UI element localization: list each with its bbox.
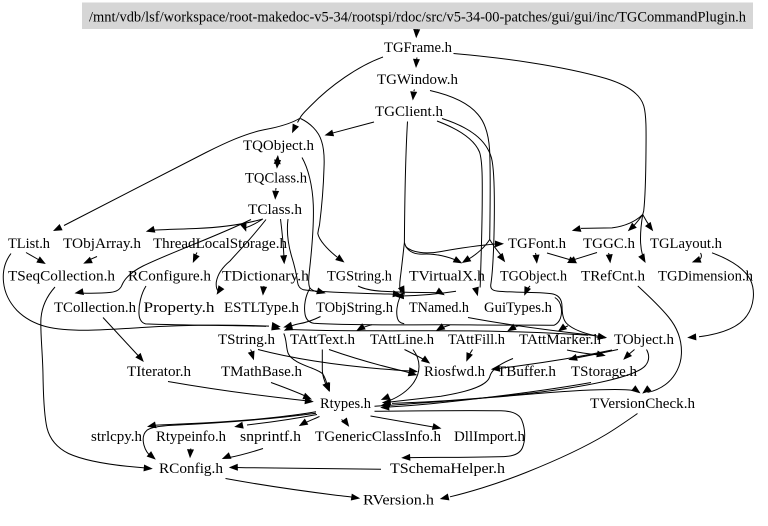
svg-text:TGGC.h: TGGC.h (583, 236, 635, 252)
svg-text:TGLayout.h: TGLayout.h (650, 236, 722, 252)
svg-text:TGWindow.h: TGWindow.h (377, 72, 458, 88)
svg-text:Property.h: Property.h (144, 300, 215, 316)
svg-text:TSeqCollection.h: TSeqCollection.h (8, 269, 115, 285)
svg-text:GuiTypes.h: GuiTypes.h (484, 300, 552, 316)
svg-text:TIterator.h: TIterator.h (127, 364, 191, 380)
svg-text:TVirtualX.h: TVirtualX.h (409, 269, 485, 285)
svg-text:Riosfwd.h: Riosfwd.h (424, 364, 485, 380)
svg-text:TGDimension.h: TGDimension.h (658, 269, 753, 285)
svg-text:Rtypeinfo.h: Rtypeinfo.h (156, 429, 226, 445)
svg-text:Rtypes.h: Rtypes.h (320, 396, 371, 412)
svg-text:TBuffer.h: TBuffer.h (497, 364, 556, 380)
svg-text:TRefCnt.h: TRefCnt.h (581, 269, 645, 285)
svg-text:DllImport.h: DllImport.h (454, 429, 525, 445)
svg-text:TObjArray.h: TObjArray.h (63, 236, 141, 252)
svg-text:ESTLType.h: ESTLType.h (224, 300, 299, 316)
svg-text:TObject.h: TObject.h (614, 332, 674, 348)
svg-text:TAttText.h: TAttText.h (290, 332, 355, 348)
svg-text:TAttFill.h: TAttFill.h (448, 332, 505, 348)
svg-text:TAttMarker.h: TAttMarker.h (519, 332, 601, 348)
svg-text:TObjString.h: TObjString.h (316, 300, 393, 316)
svg-text:RVersion.h: RVersion.h (363, 493, 434, 509)
svg-text:TGObject.h: TGObject.h (500, 269, 567, 285)
svg-text:RConfig.h: RConfig.h (159, 461, 223, 477)
svg-text:TGenericClassInfo.h: TGenericClassInfo.h (315, 429, 441, 445)
svg-text:TStorage.h: TStorage.h (571, 364, 637, 380)
svg-text:TNamed.h: TNamed.h (409, 300, 469, 316)
svg-text:TDictionary.h: TDictionary.h (222, 269, 309, 285)
svg-text:TQObject.h: TQObject.h (243, 138, 314, 154)
svg-text:TGString.h: TGString.h (327, 269, 392, 285)
svg-text:TMathBase.h: TMathBase.h (221, 364, 302, 380)
svg-text:TSchemaHelper.h: TSchemaHelper.h (390, 461, 505, 477)
svg-text:strlcpy.h: strlcpy.h (91, 429, 142, 445)
svg-text:TGClient.h: TGClient.h (375, 104, 443, 120)
svg-text:TList.h: TList.h (8, 236, 50, 252)
svg-text:TString.h: TString.h (218, 332, 275, 348)
svg-text:ThreadLocalStorage.h: ThreadLocalStorage.h (153, 236, 287, 252)
svg-text:TQClass.h: TQClass.h (245, 171, 307, 187)
svg-text:TGFrame.h: TGFrame.h (384, 40, 452, 56)
svg-text:snprintf.h: snprintf.h (240, 429, 301, 445)
svg-text:TClass.h: TClass.h (248, 202, 302, 218)
svg-text:TGFont.h: TGFont.h (508, 236, 566, 252)
svg-text:RConfigure.h: RConfigure.h (128, 269, 211, 285)
svg-text:TAttLine.h: TAttLine.h (370, 332, 434, 348)
svg-text:TCollection.h: TCollection.h (54, 300, 136, 316)
svg-text:TVersionCheck.h: TVersionCheck.h (590, 396, 695, 412)
svg-text:/mnt/vdb/lsf/workspace/root-ma: /mnt/vdb/lsf/workspace/root-makedoc-v5-3… (89, 10, 746, 26)
